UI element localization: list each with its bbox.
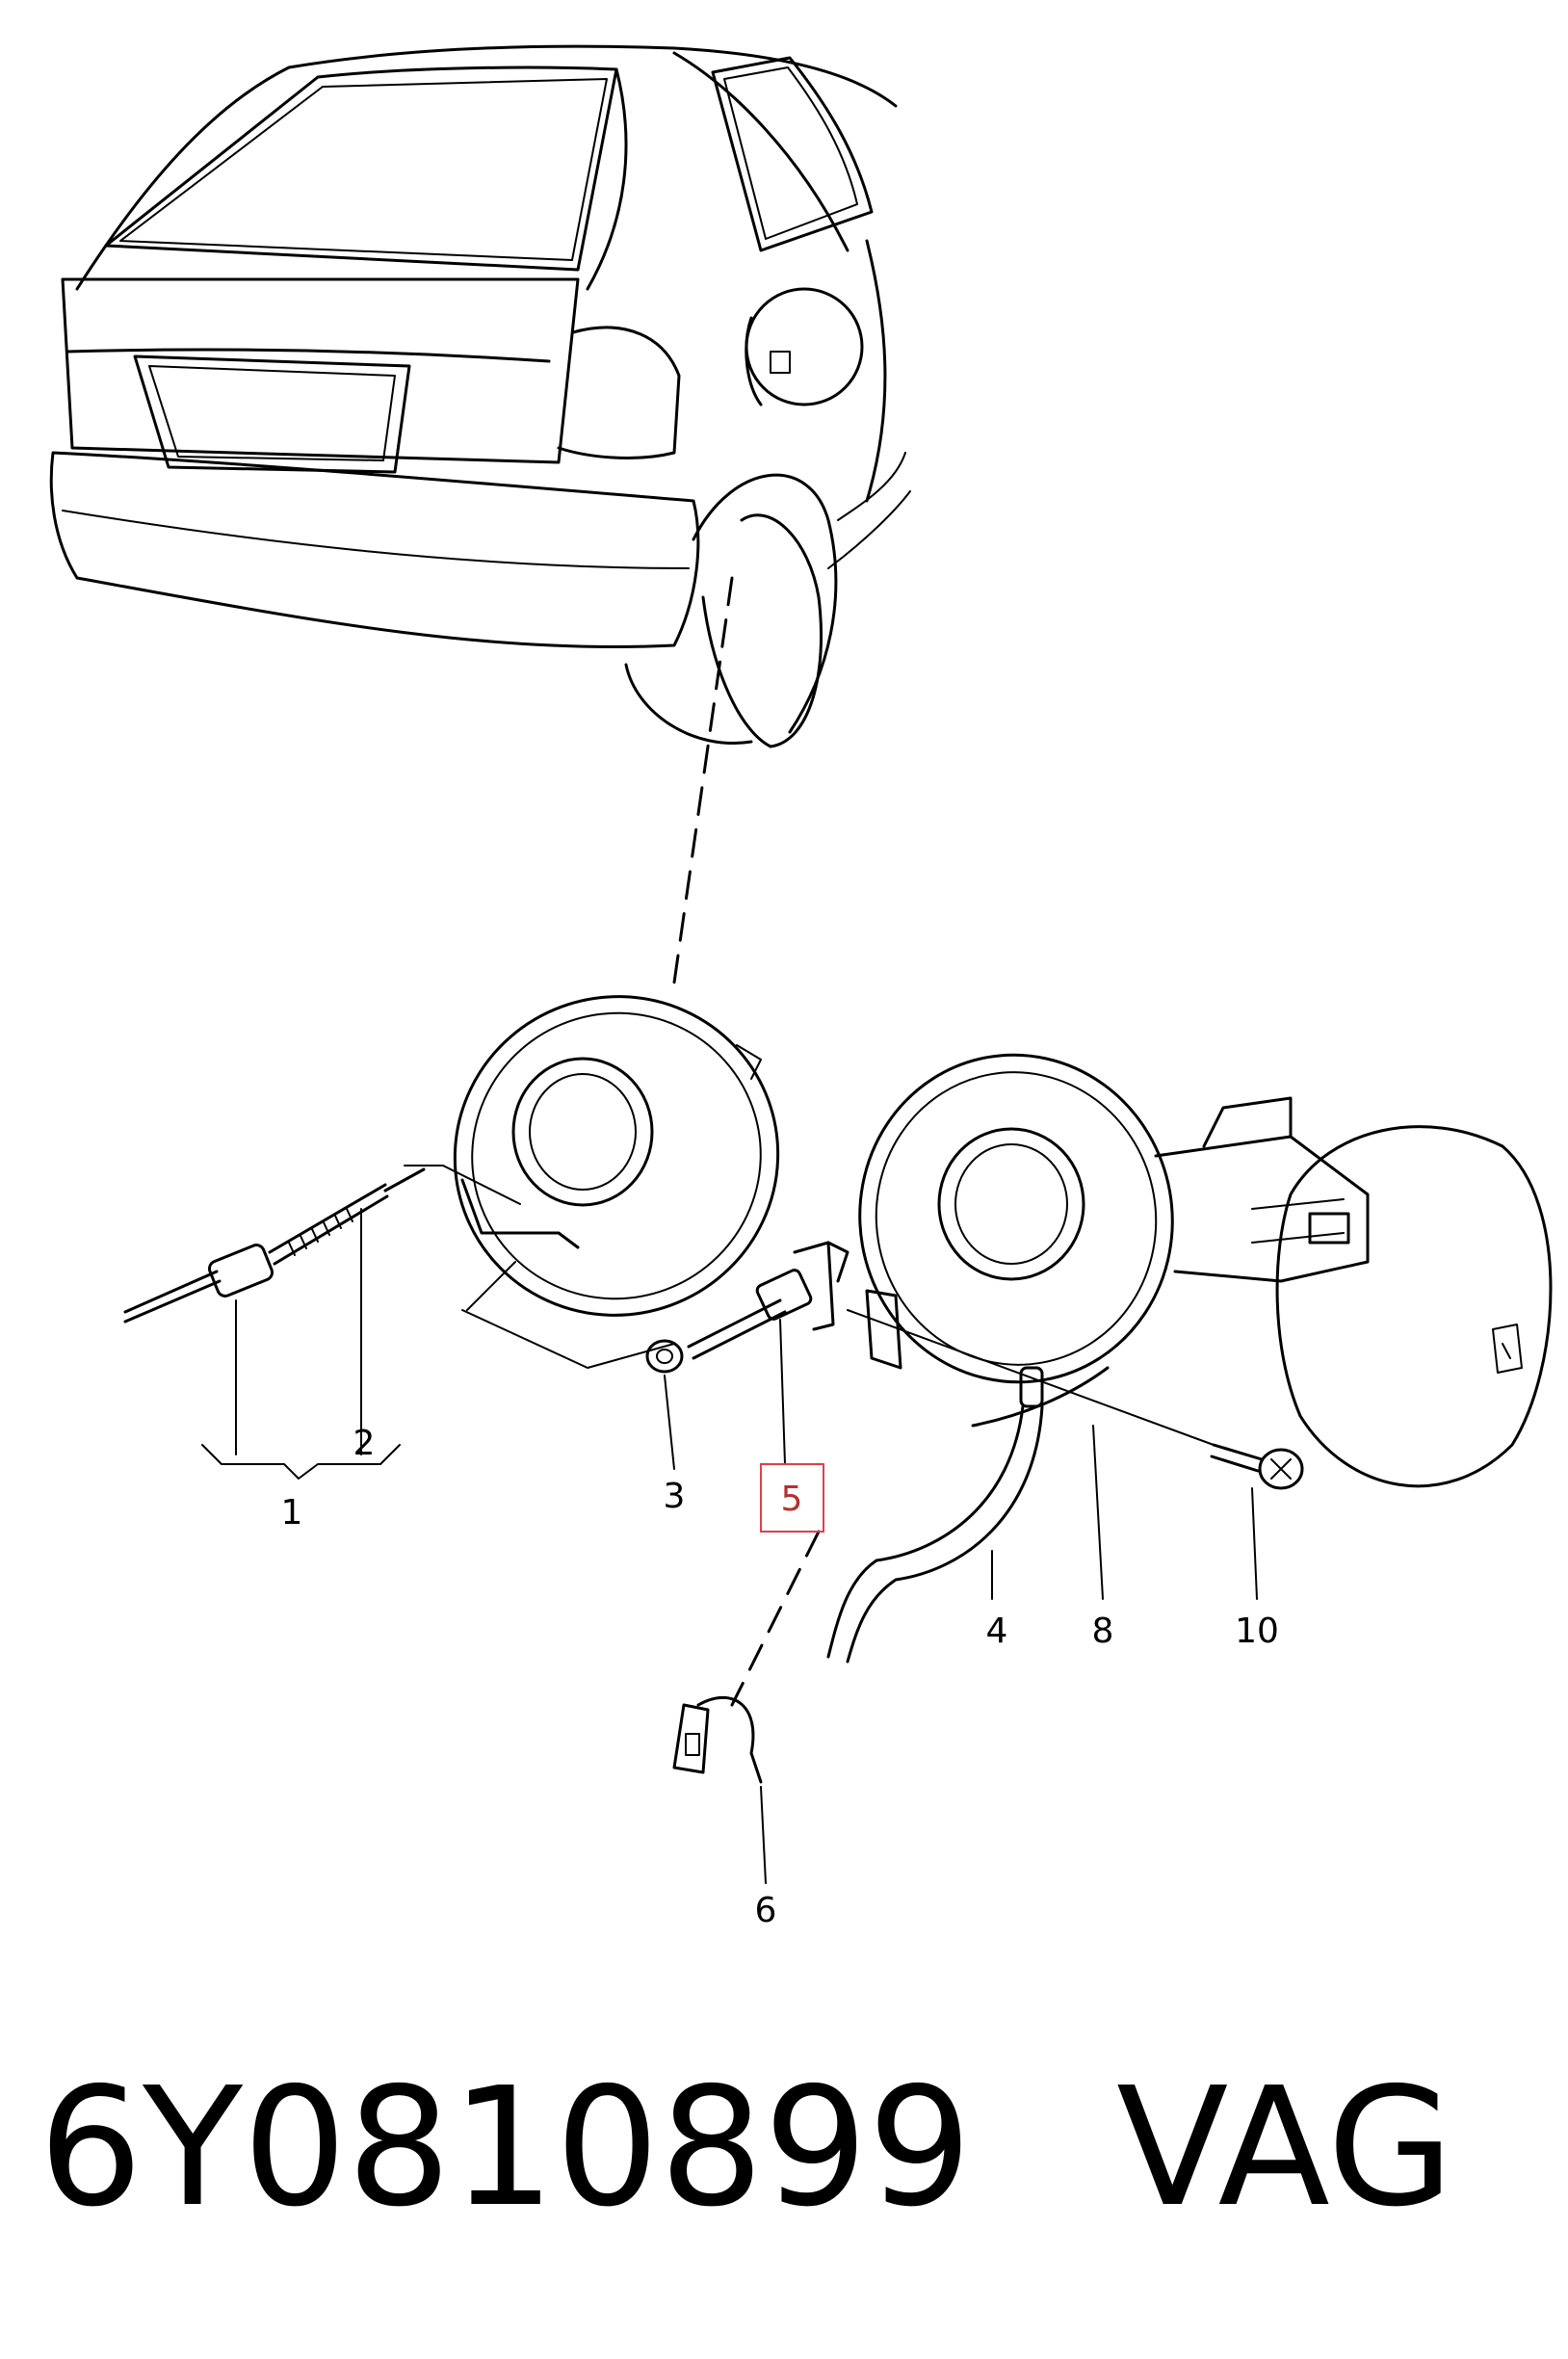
actuator-pin-part-5 [687, 1241, 849, 1360]
leader-dashed-car [672, 576, 734, 984]
callout-3: 3 [664, 1477, 686, 1516]
callout-5-highlight-box [760, 1463, 824, 1533]
drain-hose-part-4 [826, 1366, 1044, 1664]
leader-pin-screw [847, 1309, 1215, 1446]
fuel-door-flap [1275, 1125, 1553, 1488]
release-cable [123, 1167, 426, 1324]
brand-name: VAG [1116, 2053, 1454, 2243]
callout-2: 2 [353, 1424, 376, 1463]
callout-5: 5 [781, 1480, 803, 1519]
callout-labels: 1 2 3 5 4 8 10 6 [281, 1424, 1279, 1930]
screw-part-10 [1210, 1443, 1304, 1490]
clip-part-6 [672, 1695, 763, 1784]
leader-dashed-clip [730, 1530, 821, 1707]
callout-leaders [201, 1208, 1258, 1884]
callout-6: 6 [755, 1891, 777, 1930]
callout-1: 1 [281, 1493, 303, 1533]
callout-10: 10 [1235, 1612, 1279, 1651]
grommet-part-3 [645, 1339, 684, 1374]
callout-8: 8 [1092, 1612, 1114, 1651]
car-rear-illustration [49, 44, 911, 748]
callout-4: 4 [986, 1612, 1008, 1651]
part-number: 6Y0810899 [39, 2053, 973, 2243]
leader-cable-housing [404, 1165, 675, 1369]
fuel-door-housing-part-8 [858, 1053, 1370, 1428]
footer-caption: 6Y0810899 VAG [39, 2052, 1541, 2244]
filler-housing [453, 995, 780, 1317]
